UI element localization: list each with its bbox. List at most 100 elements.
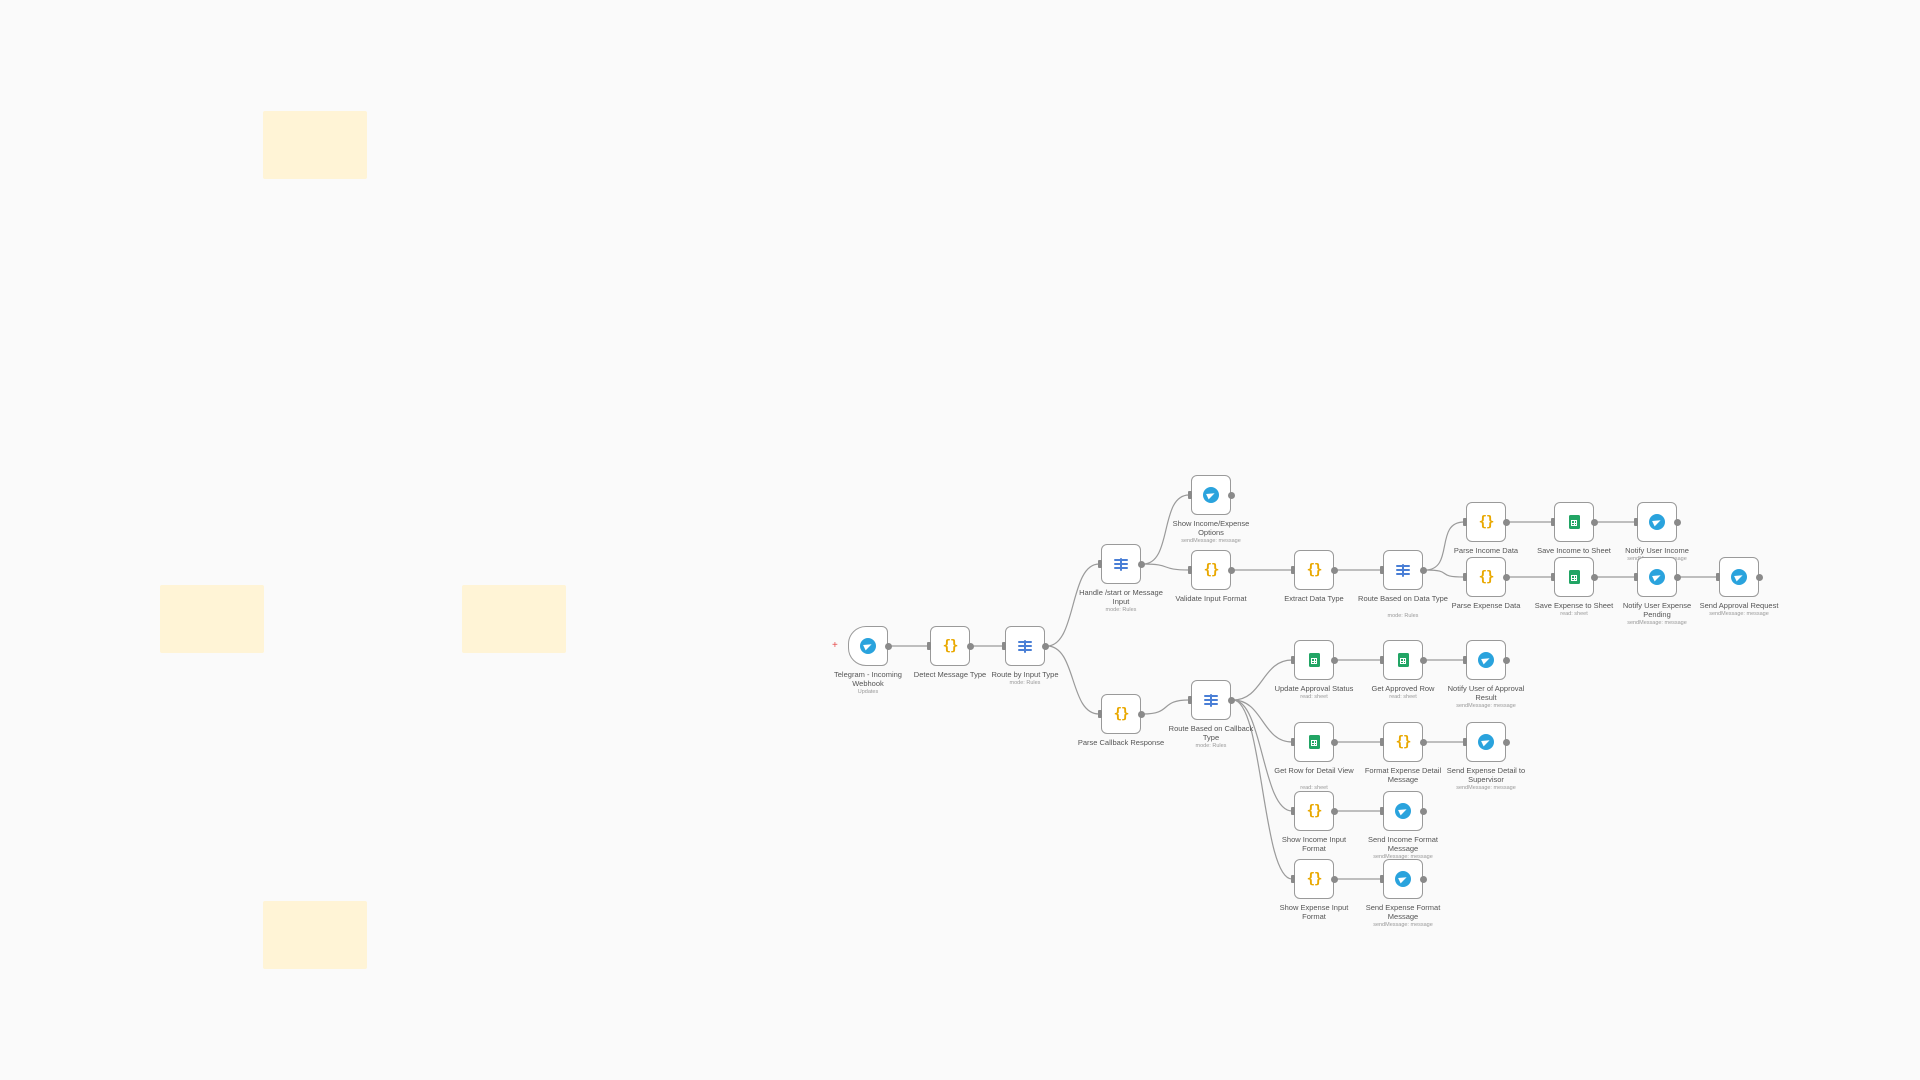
node-label: Send Approval Request [1699, 601, 1779, 610]
input-port[interactable] [1291, 656, 1295, 664]
workflow-node[interactable] [1188, 475, 1235, 515]
output-port[interactable] [1591, 519, 1598, 526]
node-label: Save Expense to Sheet [1534, 601, 1614, 610]
output-port[interactable] [1331, 739, 1338, 746]
workflow-node[interactable] [1380, 640, 1427, 680]
input-port[interactable] [1716, 573, 1720, 581]
input-port[interactable] [1291, 566, 1295, 574]
workflow-node[interactable] [1291, 640, 1338, 680]
output-port[interactable] [1228, 567, 1235, 574]
workflow-node[interactable] [1716, 557, 1763, 597]
input-port[interactable] [1634, 518, 1638, 526]
output-port[interactable] [1042, 643, 1049, 650]
connection-line[interactable] [1424, 569, 1465, 578]
input-port[interactable] [1463, 573, 1467, 581]
input-port[interactable] [927, 642, 931, 650]
input-port[interactable] [1188, 566, 1192, 574]
telegram-icon [1649, 569, 1665, 585]
output-port[interactable] [1420, 808, 1427, 815]
output-port[interactable] [1674, 519, 1681, 526]
workflow-node[interactable] [1291, 722, 1338, 762]
input-port[interactable] [1291, 807, 1295, 815]
input-port[interactable] [1188, 491, 1192, 499]
node-subtitle: sendMessage: message [1373, 854, 1433, 860]
workflow-node[interactable] [1551, 502, 1598, 542]
workflow-node[interactable] [1634, 557, 1681, 597]
workflow-node[interactable] [1380, 791, 1427, 831]
node-subtitle: read: sheet [1300, 694, 1328, 700]
input-port[interactable] [1002, 642, 1006, 650]
node-label: Route Based on Callback Type [1168, 724, 1254, 742]
input-port[interactable] [1188, 696, 1192, 704]
workflow-node[interactable]: {} [1188, 550, 1235, 590]
workflow-node[interactable]: {} [1098, 694, 1145, 734]
workflow-node[interactable]: {} [1291, 791, 1338, 831]
output-port[interactable] [1503, 574, 1510, 581]
workflow-node[interactable] [1463, 640, 1510, 680]
workflow-node[interactable] [1634, 502, 1681, 542]
code-icon: {} [942, 638, 959, 654]
output-port[interactable] [967, 643, 974, 650]
input-port[interactable] [1380, 875, 1384, 883]
workflow-node[interactable] [848, 626, 892, 666]
node-subtitle: read: sheet [1560, 611, 1588, 617]
workflow-node[interactable]: {} [1463, 557, 1510, 597]
sticky-note[interactable] [263, 901, 367, 969]
sticky-note[interactable] [160, 585, 264, 653]
output-port[interactable] [1591, 574, 1598, 581]
output-port[interactable] [1503, 739, 1510, 746]
output-port[interactable] [1756, 574, 1763, 581]
output-port[interactable] [1228, 492, 1235, 499]
code-icon: {} [1395, 734, 1412, 750]
input-port[interactable] [1380, 566, 1384, 574]
input-port[interactable] [1098, 710, 1102, 718]
output-port[interactable] [1331, 657, 1338, 664]
input-port[interactable] [1291, 738, 1295, 746]
input-port[interactable] [1551, 573, 1555, 581]
output-port[interactable] [1674, 574, 1681, 581]
workflow-node[interactable] [1463, 722, 1510, 762]
input-port[interactable] [1098, 560, 1102, 568]
input-port[interactable] [1291, 875, 1295, 883]
input-port[interactable] [1463, 518, 1467, 526]
workflow-node[interactable] [1380, 859, 1427, 899]
sticky-note[interactable] [462, 585, 566, 653]
input-port[interactable] [1380, 807, 1384, 815]
output-port[interactable] [1331, 808, 1338, 815]
output-port[interactable] [1420, 739, 1427, 746]
input-port[interactable] [1380, 738, 1384, 746]
workflow-node[interactable] [1380, 550, 1427, 590]
workflow-node[interactable] [1188, 680, 1235, 720]
input-port[interactable] [1380, 656, 1384, 664]
workflow-node[interactable]: {} [1380, 722, 1427, 762]
workflow-node[interactable]: {} [1463, 502, 1510, 542]
input-port[interactable] [1634, 573, 1638, 581]
output-port[interactable] [1331, 876, 1338, 883]
output-port[interactable] [1331, 567, 1338, 574]
workflow-node[interactable] [1551, 557, 1598, 597]
workflow-node[interactable] [1002, 626, 1049, 666]
input-port[interactable] [1551, 518, 1555, 526]
output-port[interactable] [1503, 519, 1510, 526]
connection-line[interactable] [1232, 699, 1293, 812]
input-port[interactable] [1463, 738, 1467, 746]
input-port[interactable] [1463, 656, 1467, 664]
add-trigger-icon[interactable]: + [832, 640, 838, 651]
node-subtitle: sendMessage: message [1373, 922, 1433, 928]
workflow-node[interactable]: {} [1291, 550, 1338, 590]
output-port[interactable] [1138, 711, 1145, 718]
workflow-node[interactable] [1098, 544, 1145, 584]
output-port[interactable] [1420, 567, 1427, 574]
connection-line[interactable] [1142, 563, 1190, 571]
sticky-note[interactable] [263, 111, 367, 179]
output-port[interactable] [885, 643, 892, 650]
connection-line[interactable] [1142, 699, 1190, 715]
output-port[interactable] [1228, 697, 1235, 704]
workflow-node[interactable]: {} [1291, 859, 1338, 899]
output-port[interactable] [1420, 876, 1427, 883]
workflow-node[interactable]: {} [927, 626, 974, 666]
output-port[interactable] [1420, 657, 1427, 664]
output-port[interactable] [1138, 561, 1145, 568]
output-port[interactable] [1503, 657, 1510, 664]
